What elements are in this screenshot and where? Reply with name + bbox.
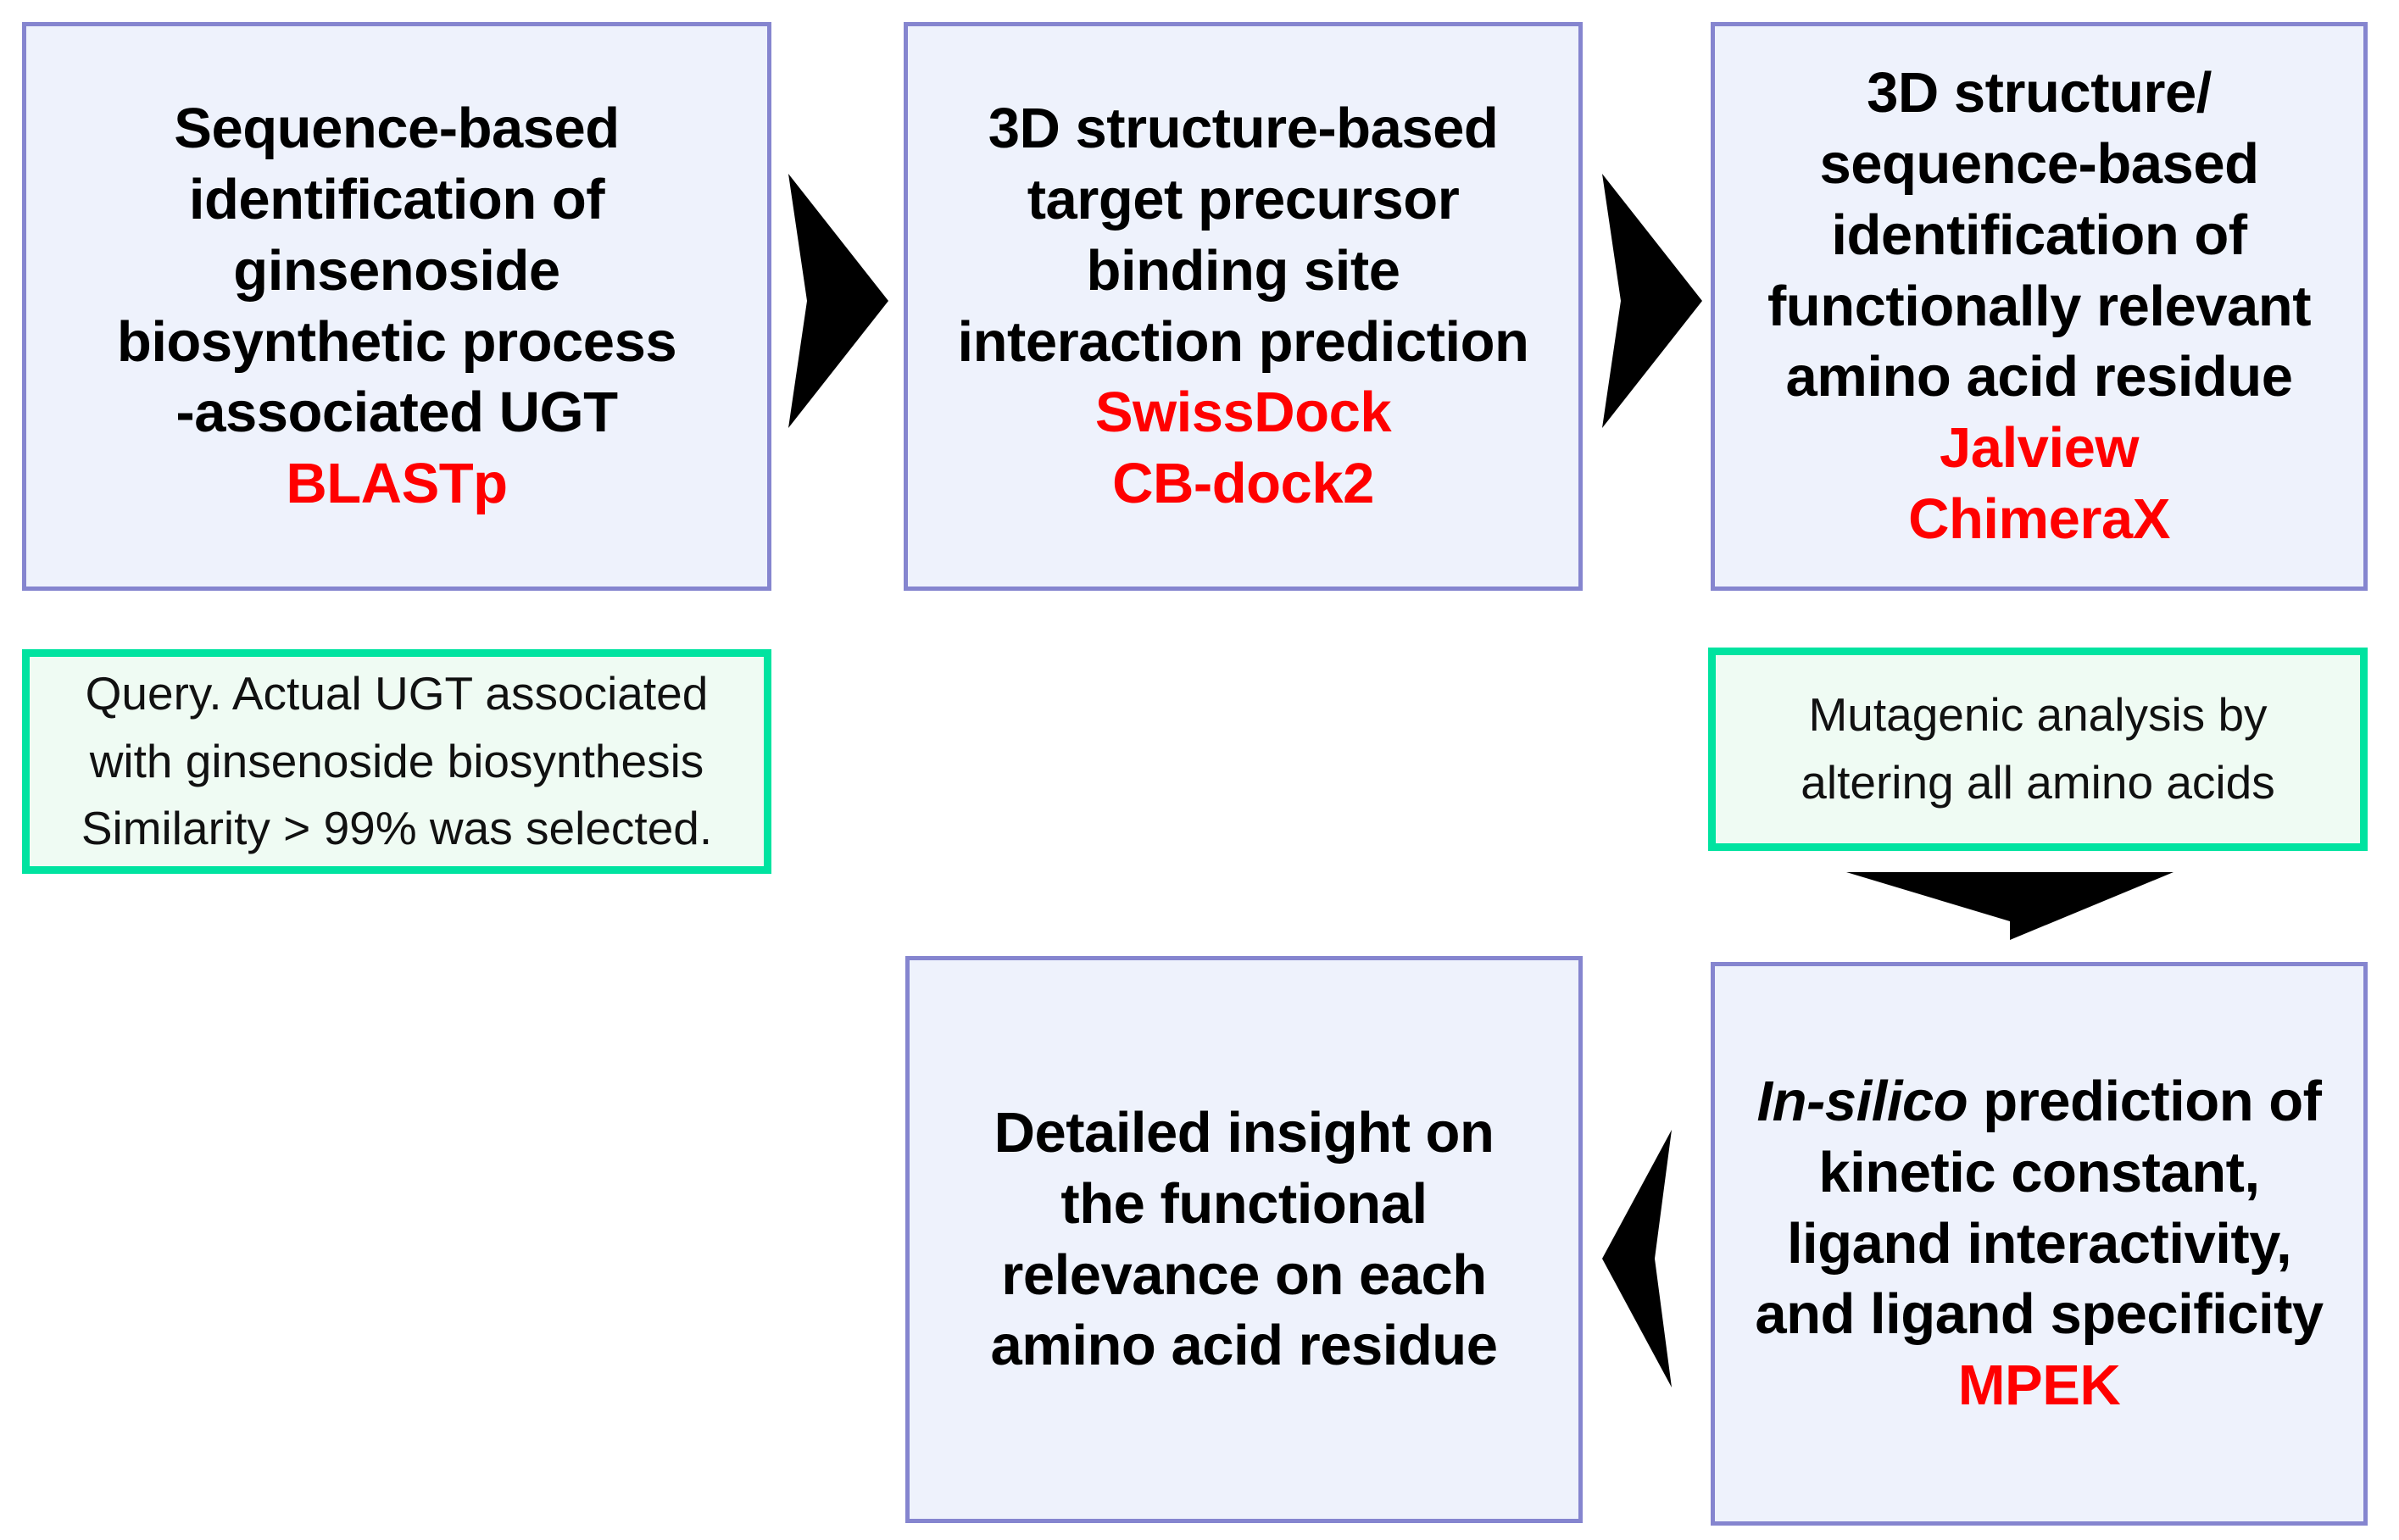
- step4-italic-in-silico: In-silico: [1756, 1070, 1968, 1134]
- step3-line-3: identification of: [1831, 203, 2247, 267]
- step2-line-2: target precursor: [1027, 168, 1460, 231]
- step4-line-4: and ligand specificity: [1755, 1282, 2324, 1347]
- note-box-mutagenic[interactable]: Mutagenic analysis by altering all amino…: [1708, 648, 2368, 851]
- process-box-step5[interactable]: Detailed insight on the functional relev…: [905, 956, 1583, 1523]
- step2-line-3: binding site: [1086, 238, 1400, 303]
- step1-tool-blastp: BLASTp: [286, 452, 508, 515]
- step4-line-1-rest: prediction of: [1968, 1070, 2322, 1134]
- step5-line-4: amino acid residue: [990, 1314, 1498, 1378]
- process-box-step3[interactable]: 3D structure/ sequence-based identificat…: [1711, 22, 2368, 591]
- arrow-step1-to-step2: [788, 174, 888, 428]
- step4-line-3: ligand interactivity,: [1786, 1211, 2292, 1276]
- step2-line-1: 3D structure-based: [988, 97, 1499, 161]
- step2-tool-cbdock2: CB-dock2: [1112, 452, 1374, 515]
- step5-line-1: Detailed insight on: [994, 1101, 1495, 1165]
- step3-line-1: 3D structure/: [1867, 61, 2212, 125]
- step3-tool-chimerax: ChimeraX: [1908, 486, 2170, 551]
- step3-tool-jalview: Jalview: [1940, 416, 2139, 481]
- step1-line-1: Sequence-based: [174, 97, 620, 161]
- step1-line-2: identification of: [188, 168, 605, 231]
- step5-line-3: relevance on each: [1001, 1243, 1487, 1307]
- arrow-step2-to-step3: [1602, 174, 1702, 428]
- query-note-line-3: Similarity > 99% was selected.: [81, 802, 713, 855]
- step3-line-2: sequence-based: [1819, 132, 2259, 197]
- mutagenic-note-line-2: altering all amino acids: [1801, 756, 2275, 809]
- step4-line-1: In-silico prediction of: [1757, 1066, 2322, 1137]
- step1-line-5: -associated UGT: [175, 381, 618, 445]
- step1-line-4: biosynthetic process: [116, 309, 677, 374]
- process-box-step2[interactable]: 3D structure-based target precursor bind…: [904, 22, 1583, 591]
- step3-line-4: functionally relevant: [1767, 274, 2312, 338]
- step2-line-4: interaction prediction: [957, 309, 1529, 374]
- arrow-note-to-step4: [1846, 872, 2174, 940]
- step4-tool-mpek: MPEK: [1957, 1354, 2121, 1418]
- step3-line-5: amino acid residue: [1785, 345, 2293, 409]
- process-box-step1[interactable]: Sequence-based identification of ginseno…: [22, 22, 771, 591]
- query-note-line-2: with ginsenoside biosynthesis: [89, 734, 704, 787]
- process-box-step4[interactable]: In-silico prediction of kinetic constant…: [1711, 962, 2368, 1526]
- step1-line-3: ginsenoside: [233, 238, 560, 303]
- mutagenic-note-line-1: Mutagenic analysis by: [1808, 688, 2268, 742]
- step4-line-2: kinetic constant,: [1818, 1140, 2260, 1204]
- step2-tool-swissdock: SwissDock: [1094, 381, 1392, 445]
- arrow-step4-to-step5: [1602, 1130, 1672, 1387]
- query-note-line-1: Query. Actual UGT associated: [85, 666, 709, 720]
- note-box-query[interactable]: Query. Actual UGT associated with ginsen…: [22, 649, 771, 874]
- step5-line-2: the functional: [1060, 1171, 1428, 1236]
